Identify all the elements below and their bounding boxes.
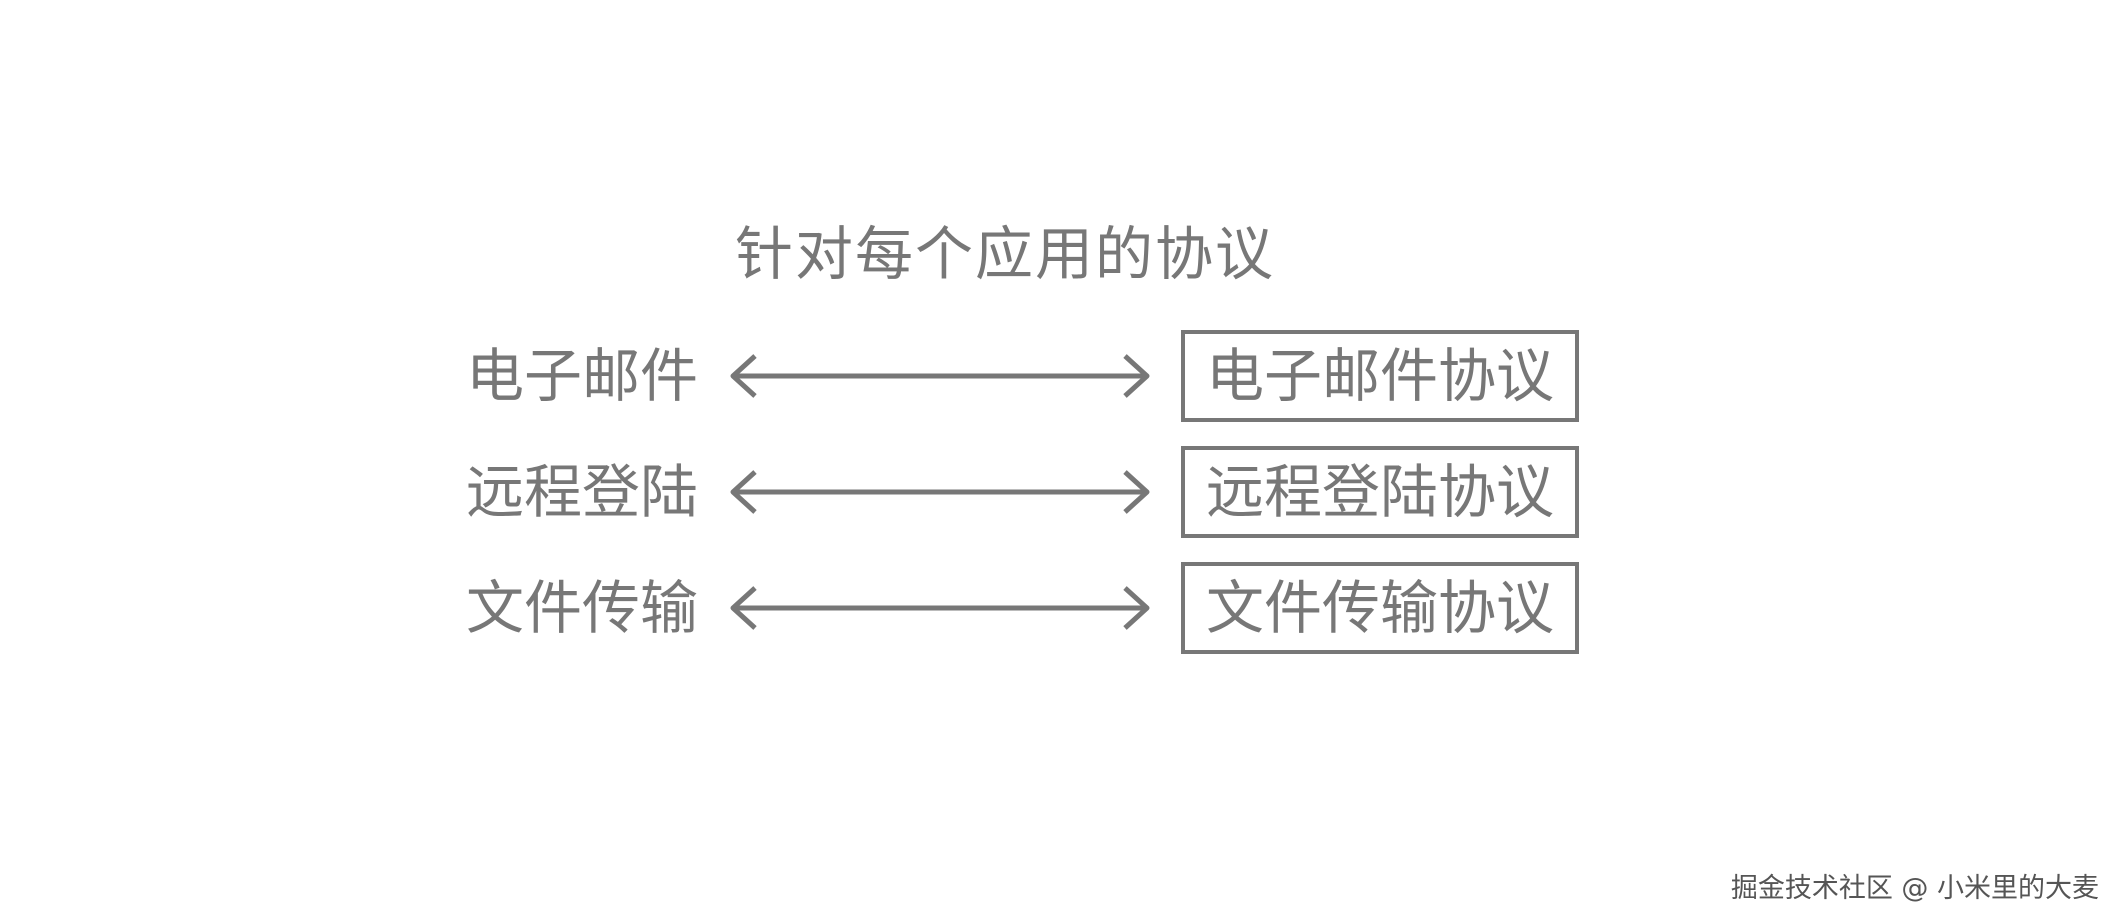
double-arrow-icon xyxy=(730,586,1150,630)
diagram-title: 针对每个应用的协议 xyxy=(735,220,1276,288)
app-label-remote-login: 远程登陆 xyxy=(466,458,699,526)
double-arrow-icon xyxy=(730,354,1150,398)
row-remote-login: 远程登陆 远程登陆协议 xyxy=(0,446,2123,538)
protocol-box-remote-login: 远程登陆协议 xyxy=(1181,446,1579,538)
row-file-transfer: 文件传输 文件传输协议 xyxy=(0,562,2123,654)
row-email: 电子邮件 电子邮件协议 xyxy=(0,330,2123,422)
protocol-box-file-transfer: 文件传输协议 xyxy=(1181,562,1579,654)
app-label-file-transfer: 文件传输 xyxy=(466,574,699,642)
double-arrow-icon xyxy=(730,470,1150,514)
app-label-email: 电子邮件 xyxy=(466,342,699,410)
protocol-box-email: 电子邮件协议 xyxy=(1181,330,1579,422)
watermark: 掘金技术社区 @ 小米里的大麦 xyxy=(1730,873,2099,904)
